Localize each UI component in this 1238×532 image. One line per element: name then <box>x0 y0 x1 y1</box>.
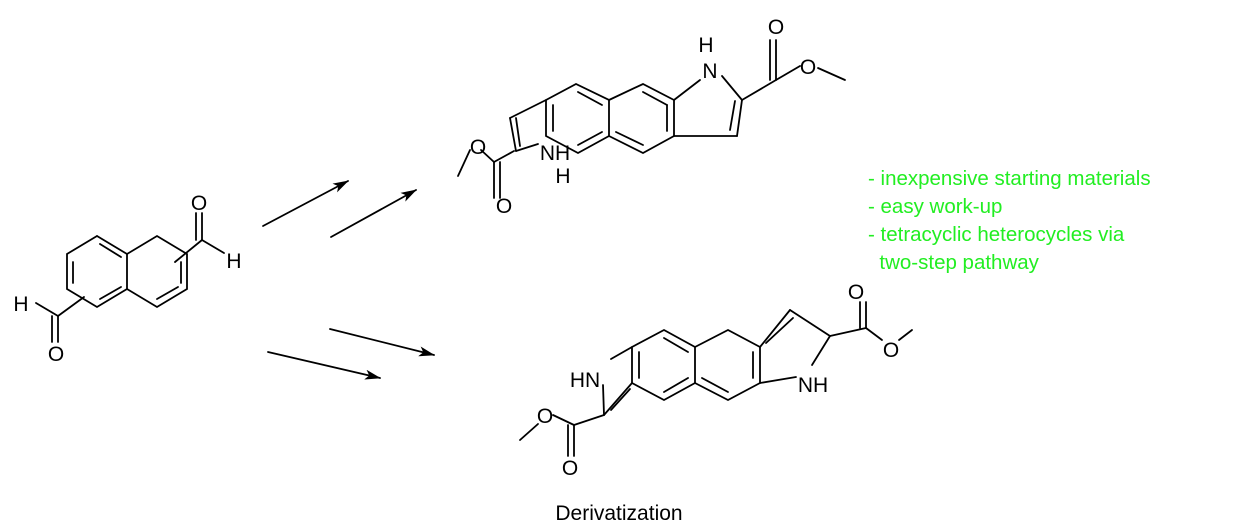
atom-label: O <box>848 281 864 304</box>
atom-label: O <box>800 56 816 79</box>
atom-label: NH <box>540 142 570 165</box>
arrow-upper-2 <box>330 189 417 238</box>
advantage-note: - inexpensive starting materials <box>868 167 1151 190</box>
atom-label: O <box>191 192 207 215</box>
advantage-note: - tetracyclic heterocycles via <box>868 223 1125 246</box>
arrow-lower-1 <box>329 328 435 357</box>
atom-label: O <box>496 195 512 218</box>
atom-label: O <box>768 16 784 39</box>
atom-label: H <box>698 34 713 57</box>
advantage-note: - easy work-up <box>868 195 1002 218</box>
atom-label: O <box>48 343 64 366</box>
arrow-lower-2 <box>267 351 381 380</box>
atom-label: O <box>470 136 486 159</box>
atom-label: H <box>555 165 570 188</box>
atom-label: O <box>883 339 899 362</box>
starting-material-naphthalene-dialdehyde: O H H O <box>13 192 241 366</box>
product-upper-bispyrrole-diester: O O NH H O O N H <box>457 16 846 218</box>
atom-label: H <box>13 293 28 316</box>
advantage-note: two-step pathway <box>868 251 1040 274</box>
product-lower-bispyrrole-diester: HN O O O O NH <box>519 281 913 480</box>
atom-label: NH <box>798 374 828 397</box>
atom-label: HN <box>570 369 600 392</box>
atom-label: H <box>226 250 241 273</box>
arrow-upper-1 <box>262 180 349 227</box>
scheme-caption: Derivatization <box>555 502 682 525</box>
atom-label: O <box>562 457 578 480</box>
atom-label: N <box>702 60 717 83</box>
advantages-notes: - inexpensive starting materials - easy … <box>868 167 1151 274</box>
reaction-arrows <box>262 180 435 380</box>
atom-label: O <box>537 405 553 428</box>
